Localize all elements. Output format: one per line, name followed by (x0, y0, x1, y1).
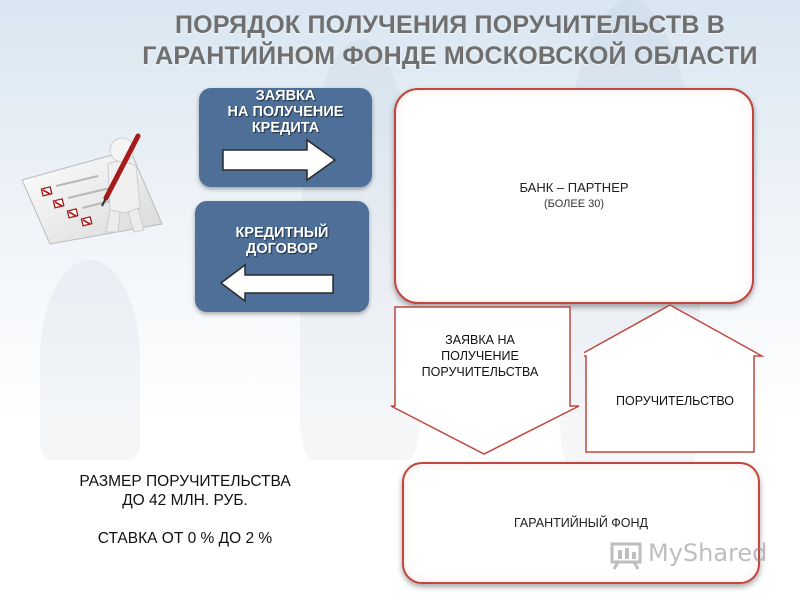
guarantee-fund-box: ГАРАНТИЙНЫЙ ФОНД (402, 462, 760, 584)
title-line-2: ГАРАНТИЙНОМ ФОНДЕ МОСКОВСКОЙ ОБЛАСТИ (142, 42, 758, 70)
bank-partner-name: БАНК – ПАРТНЕР (519, 180, 629, 195)
watermark: MyShared (606, 536, 768, 572)
watermark-text: MyShared (648, 539, 768, 567)
bank-partner-box: БАНК – ПАРТНЕР (БОЛЕЕ 30) (394, 88, 754, 304)
guarantee-size-label: РАЗМЕР ПОРУЧИТЕЛЬСТВА (79, 473, 291, 490)
credit-application-label: ЗАЯВКА НА ПОЛУЧЕНИЕ КРЕДИТА (227, 88, 344, 136)
page-title: ПОРЯДОК ПОЛУЧЕНИЯ ПОРУЧИТЕЛЬСТВ В ГАРАНТ… (110, 10, 790, 72)
guarantee-size-value: ДО 42 МЛН. РУБ. (122, 492, 248, 509)
guarantee-terms: РАЗМЕР ПОРУЧИТЕЛЬСТВА ДО 42 МЛН. РУБ. СТ… (40, 472, 330, 548)
background-figure (40, 260, 140, 460)
credit-agreement-box: КРЕДИТНЫЙ ДОГОВОР (195, 201, 369, 312)
presentation-board-icon (610, 542, 642, 570)
guarantee-up-arrow-icon (584, 304, 764, 453)
guarantee-rate: СТАВКА ОТ 0 % ДО 2 % (97, 530, 273, 547)
guarantee-request-label: ЗАЯВКА НА ПОЛУЧЕНИЕ ПОРУЧИТЕЛЬСТВА (421, 333, 539, 379)
arrow-right-icon (222, 138, 337, 182)
arrow-left-icon (219, 263, 334, 303)
title-line-1: ПОРЯДОК ПОЛУЧЕНИЯ ПОРУЧИТЕЛЬСТВ В (175, 11, 725, 39)
credit-agreement-label: КРЕДИТНЫЙ ДОГОВОР (235, 225, 329, 257)
credit-application-box: ЗАЯВКА НА ПОЛУЧЕНИЕ КРЕДИТА (199, 88, 372, 187)
checklist-illustration-icon (21, 133, 163, 245)
bank-partner-count: (БОЛЕЕ 30) (543, 198, 605, 210)
guarantee-fund-name: ГАРАНТИЙНЫЙ ФОНД (513, 516, 648, 530)
guarantee-label: ПОРУЧИТЕЛЬСТВО (615, 394, 735, 408)
guarantee-request-down-arrow-icon (390, 306, 580, 455)
